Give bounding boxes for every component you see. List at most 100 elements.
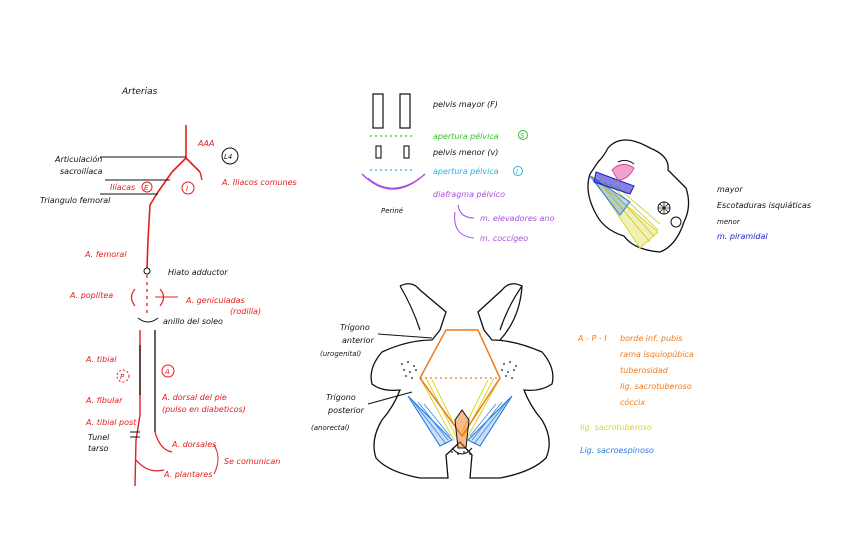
p-marker: P — [120, 373, 125, 381]
coccyx-shape — [454, 409, 470, 449]
iliacas-marker: E — [144, 184, 149, 192]
diafragma-curve — [361, 173, 426, 190]
elevadores-label: m. elevadores ano — [480, 214, 554, 223]
mayor-label: mayor — [717, 185, 743, 194]
lig-sacro-label: lig. sacrotuberoso — [620, 382, 692, 391]
menor-label: menor — [717, 218, 741, 226]
coccigeo-label: m. coccígeo — [480, 234, 528, 243]
greater-notch-highlight — [611, 164, 635, 181]
trigono-anterior-1: Trígono — [340, 323, 370, 332]
poplitea-label: A. poplítea — [69, 291, 113, 300]
tibial-label: A. tibial — [85, 355, 117, 364]
left-sacrospinous-fibers — [411, 399, 451, 445]
right-tuberosity-dots — [501, 361, 517, 379]
soleus-arch — [137, 317, 159, 323]
diafragma-curve-inner — [367, 177, 421, 189]
elevadores-arrow — [457, 204, 475, 219]
left-tuberosity-dots — [401, 361, 417, 379]
pelvis-section: pelvis mayor (F) apertura pélvica S pelv… — [361, 93, 554, 243]
marker-i: I — [516, 168, 518, 176]
hiato-label: Hiato adductor — [168, 268, 228, 277]
perineum-section: Trígono anterior (urogenital) Trígono po… — [311, 283, 694, 479]
tarsal-tunnel-mark — [130, 431, 140, 438]
geniculadas-label-1: A. geniculadas — [185, 296, 245, 305]
articulacion-label-1: Articulación — [54, 154, 102, 164]
tibial-post-label: A. tibial post — [85, 418, 137, 427]
piramidal-label: m. piramidal — [717, 232, 768, 241]
trigono-posterior-pointer — [367, 391, 413, 405]
plantar-line — [135, 459, 165, 472]
sacrotuberous-fibers — [597, 179, 661, 243]
pelvic-outlet-outline — [370, 283, 554, 479]
dorsales-label: A. dorsales — [171, 440, 216, 449]
api-label: A - P - I — [577, 334, 607, 343]
dorsal-label-1: A. dorsal del pie — [161, 393, 227, 402]
sacrospinous-fan — [589, 175, 631, 216]
femoral-label: A. femoral — [84, 250, 127, 259]
iliacos-comunes-label: A. Iliacos comunes — [221, 178, 297, 187]
iliac-crest-detail — [617, 159, 635, 165]
perine-label: Periné — [381, 207, 404, 215]
hiatus-circle — [143, 267, 151, 275]
fibular-label: A. fibular — [85, 396, 123, 405]
marker-s-circle — [518, 130, 528, 140]
acetabulum-star — [658, 202, 670, 214]
iliacas-label: Ilíacas — [110, 183, 135, 192]
right-pubic-ramus — [499, 285, 523, 331]
l4-label: L4 — [224, 153, 232, 161]
coccix-label: cóccix — [620, 397, 645, 407]
lig-sacrotuberoso-label: lig. sacrotuberoso — [580, 423, 652, 432]
articulacion-label-2: sacroilíaca — [60, 167, 103, 176]
trigono-posterior-2: posterior — [327, 406, 365, 415]
anillo-label: anillo del soleo — [163, 317, 223, 326]
pelvis-mayor-right — [399, 93, 411, 129]
trigono-posterior-1: Trígono — [326, 393, 356, 402]
lig-sacroespinoso-label: Lig. sacroespinoso — [580, 446, 654, 455]
diafragma-label: diafragma pélvico — [433, 189, 505, 199]
apertura-1-label: apertura pélvica — [433, 131, 499, 141]
arteries-title: Arterias — [121, 87, 158, 97]
iliacas-marker-2: I — [186, 185, 188, 193]
coccyx-base — [451, 447, 473, 455]
trigono-posterior-3: (anorectal) — [311, 424, 350, 432]
rama-label: rama isquiopúbica — [620, 350, 694, 359]
pelvis-mayor-left — [372, 93, 384, 129]
escotaduras-label: Escotaduras isquiáticas — [717, 201, 811, 210]
right-sacrospinous-fibers — [469, 399, 509, 445]
trigono-anterior-pointer — [377, 333, 433, 339]
iliacas-marker-2-circle — [181, 181, 195, 195]
obturator-foramen — [670, 216, 682, 228]
aaa-label: AAA — [197, 139, 214, 148]
dorsal-label-2: (pulso en diabeticos) — [162, 405, 246, 414]
sciatic-section: mayor Escotaduras isquiáticas menor m. p… — [587, 139, 811, 253]
iliac-femoral-line — [146, 171, 173, 269]
iliacas-marker-circle — [141, 181, 153, 193]
left-genicular-bracket — [130, 288, 136, 307]
trigono-anterior-3: (urogenital) — [320, 350, 361, 358]
sacral-dots — [451, 451, 471, 455]
dorsal-foot-line — [154, 431, 173, 453]
tunel-label-1: Tunel — [88, 433, 110, 442]
hip-bone-outline — [587, 139, 690, 253]
pelvis-menor-right — [403, 145, 410, 159]
a-marker: A — [164, 368, 170, 376]
pelvis-mayor-label: pelvis mayor (F) — [432, 100, 498, 109]
l4-circle — [221, 147, 239, 165]
tunel-label-2: tarso — [88, 444, 108, 453]
piriformis-muscle — [593, 171, 635, 195]
marker-i-circle — [513, 166, 523, 176]
borde-label: borde inf. pubis — [620, 334, 682, 343]
left-pubic-ramus — [399, 285, 421, 331]
geniculadas-label-2: (rodilla) — [230, 307, 261, 316]
p-marker-circle — [116, 369, 130, 383]
apertura-2-label: apertura pélvica — [433, 166, 499, 176]
comunican-bracket — [213, 444, 219, 475]
marker-s: S — [520, 132, 525, 140]
tuberosidad-label: tuberosidad — [620, 366, 669, 375]
a-marker-circle — [161, 364, 175, 378]
triangulo-label: Triangulo femoral — [40, 196, 111, 205]
pelvis-menor-label: pelvis menor (v) — [432, 148, 498, 157]
pelvis-menor-left — [375, 145, 382, 159]
trigono-anterior-2: anterior — [342, 336, 374, 345]
